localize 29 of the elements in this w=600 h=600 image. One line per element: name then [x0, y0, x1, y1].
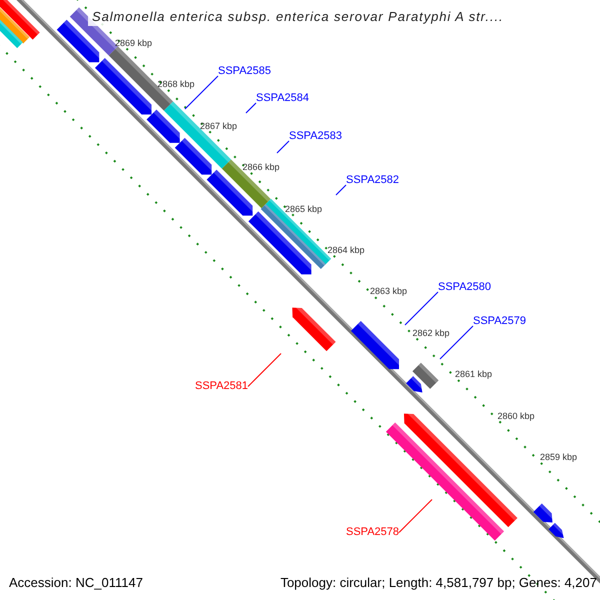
- leader-line: [248, 353, 282, 387]
- genome-summary-text: Topology: circular; Length: 4,581,797 bp; Genes: 4,207: [280, 575, 597, 590]
- scale-tick-label: 2864 kbp: [328, 245, 365, 256]
- gene-label: SSPA2578: [346, 526, 400, 539]
- gene-label: SSPA2580: [438, 281, 492, 294]
- scale-tick-label: 2859 kbp: [540, 452, 578, 463]
- leader-line: [440, 326, 474, 360]
- leader-line: [398, 499, 433, 533]
- scale-tick-label: 2863 kbp: [370, 286, 408, 298]
- gene-label: SSPA2581: [195, 380, 248, 393]
- scale-tick-label: 2867 kbp: [200, 120, 238, 132]
- leader-line: [276, 140, 290, 154]
- accession-text: Accession: NC_011147: [9, 575, 143, 590]
- scale-tick-label: 2865 kbp: [285, 204, 322, 215]
- scale-tick-label: 2866 kbp: [242, 162, 280, 174]
- gene-label: SSPA2583: [289, 130, 342, 143]
- leader-line: [246, 102, 256, 114]
- gene-label: SSPA2584: [256, 92, 310, 105]
- scale-tick-label: 2860 kbp: [498, 410, 535, 422]
- leader-line: [404, 292, 438, 326]
- scale-tick-label: 2869 kbp: [115, 38, 152, 49]
- scale-tick-label: 2861 kbp: [455, 369, 492, 380]
- gene-label: SSPA2582: [346, 174, 400, 187]
- gene-label: SSPA2585: [218, 65, 272, 78]
- leader-line: [184, 76, 218, 110]
- scale-tick-label: 2862 kbp: [412, 328, 450, 339]
- leader-line: [336, 184, 346, 196]
- gene-label: SSPA2579: [473, 315, 526, 328]
- scale-tick-label: 2868 kbp: [158, 79, 195, 90]
